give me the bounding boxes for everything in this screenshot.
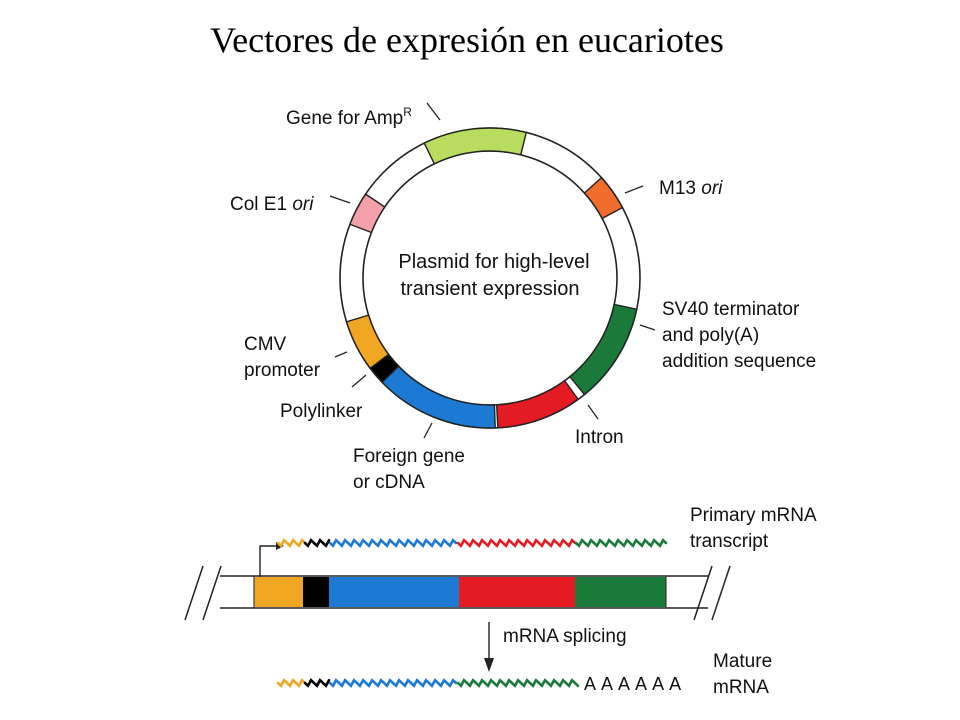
m13-ori-segment — [583, 176, 624, 220]
label-mature-line2: mRNA — [713, 677, 769, 698]
splicing-arrow-head — [484, 658, 494, 672]
label-sv40-line1: SV40 terminator — [662, 299, 800, 320]
transcription-start-arrow — [259, 545, 276, 577]
break-mark-right — [711, 565, 731, 621]
plasmid-segments — [345, 127, 638, 429]
colE1-leader — [329, 195, 351, 204]
label-mature-line1: Mature — [713, 651, 772, 672]
foreign-leader — [423, 422, 433, 439]
block-intron — [459, 577, 575, 607]
label-colE1-ori: Col E1 ori — [230, 194, 314, 215]
break-mark-right — [693, 565, 713, 621]
label-primary-line2: transcript — [690, 531, 769, 552]
mature-wave-sv40 — [456, 678, 580, 688]
label-sv40-line2: and poly(A) — [662, 325, 759, 346]
block-sv40 — [575, 577, 666, 607]
slide-title: Vectores de expresión en eucariotes — [210, 20, 724, 60]
label-sv40-line3: addition sequence — [662, 351, 816, 372]
label-cmv-line2: promoter — [244, 360, 321, 381]
label-foreign-line1: Foreign gene — [353, 446, 465, 467]
label-cmv-line1: CMV — [244, 334, 287, 355]
label-polylinker: Polylinker — [280, 401, 363, 422]
plasmid-center-title-line2: transient expression — [401, 278, 580, 300]
mature-wave-cmv — [276, 678, 307, 688]
label-polya-tail: A A A A A A — [584, 674, 682, 694]
label-mrna-splicing: mRNA splicing — [503, 626, 627, 647]
primary-wave-intron — [456, 538, 577, 548]
label-leader-lines — [329, 102, 656, 439]
amp-leader — [426, 102, 441, 121]
sv40-leader — [639, 324, 656, 331]
plasmid-map: Plasmid for high-level transient express… — [230, 102, 816, 493]
intron-segment — [495, 379, 580, 429]
break-mark-left — [202, 565, 222, 621]
block-foreign-gene — [329, 577, 459, 607]
colE1-ori-segment — [349, 193, 386, 234]
dna-bar — [184, 565, 731, 621]
label-amp-gene: Gene for AmpR — [286, 105, 412, 129]
mature-wave-polylinker — [303, 678, 331, 688]
block-polylinker — [303, 577, 329, 607]
label-m13-ori: M13 ori — [659, 178, 723, 199]
sv40-terminator-segment — [568, 303, 638, 396]
label-intron: Intron — [575, 427, 624, 448]
label-foreign-line2: or cDNA — [353, 472, 425, 493]
cmv-promoter-segment — [345, 314, 390, 370]
intron-leader — [587, 404, 599, 420]
primary-wave-foreign — [328, 538, 458, 548]
primary-wave-cmv — [276, 538, 307, 548]
plasmid-center-title-line1: Plasmid for high-level — [398, 251, 589, 273]
mrna-waves — [276, 538, 668, 688]
mature-wave-foreign — [328, 678, 458, 688]
cmv-leader — [334, 351, 348, 358]
label-primary-line1: Primary mRNA — [690, 505, 817, 526]
polylinker-leader — [351, 374, 367, 388]
primary-wave-sv40 — [574, 538, 668, 548]
primary-wave-polylinker — [303, 538, 331, 548]
break-mark-left — [184, 565, 204, 621]
foreign-gene-segment — [381, 365, 496, 429]
amp-resistance-segment — [423, 127, 528, 165]
linear-construct: Primary mRNA transcript mRNA splicing A … — [184, 505, 817, 698]
m13-leader — [624, 185, 644, 194]
block-cmv-promoter — [254, 577, 303, 607]
